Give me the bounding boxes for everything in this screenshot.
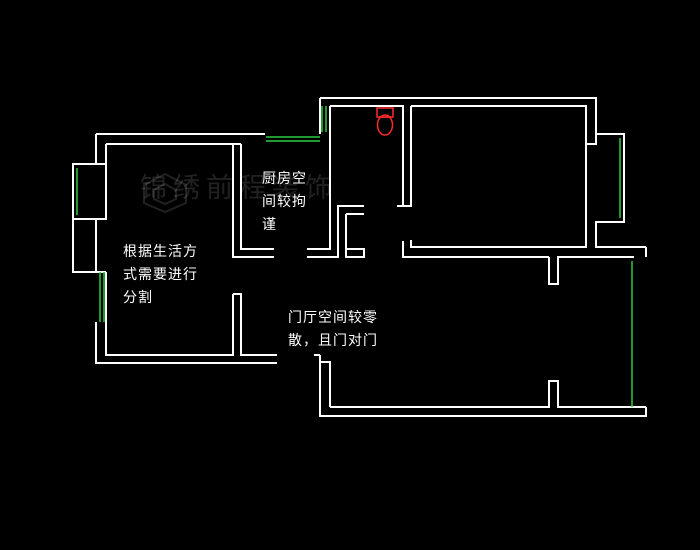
kitchen-annotation-line-3: 谨 [262, 217, 277, 233]
kitchen-annotation-line-1: 厨房空 [262, 171, 307, 187]
left-bay-lower [72, 219, 106, 273]
watermark-logo-icon [143, 172, 187, 214]
left-room-annotation: 根据生活方 式需要进行 分割 [123, 241, 198, 310]
left-room-annotation-line-3: 分割 [123, 290, 153, 306]
toilet-fixture [376, 107, 394, 136]
kitchen-annotation-line-2: 间较拘 [262, 194, 307, 210]
hall-annotation-line-1: 门厅空间较零 [288, 310, 378, 326]
hall-annotation-line-2: 散，且门对门 [288, 333, 378, 349]
kitchen-annotation: 厨房空 间较拘 谨 [262, 168, 307, 237]
left-room-annotation-line-1: 根据生活方 [123, 244, 198, 260]
watermark-text: 锦绣前程装饰 [140, 173, 338, 204]
windows [76, 106, 633, 407]
interior-walls [105, 105, 646, 408]
left-room-annotation-line-2: 式需要进行 [123, 267, 198, 283]
hall-annotation: 门厅空间较零 散，且门对门 [288, 307, 378, 353]
outer-walls [95, 97, 647, 417]
left-bay-window [72, 163, 107, 220]
